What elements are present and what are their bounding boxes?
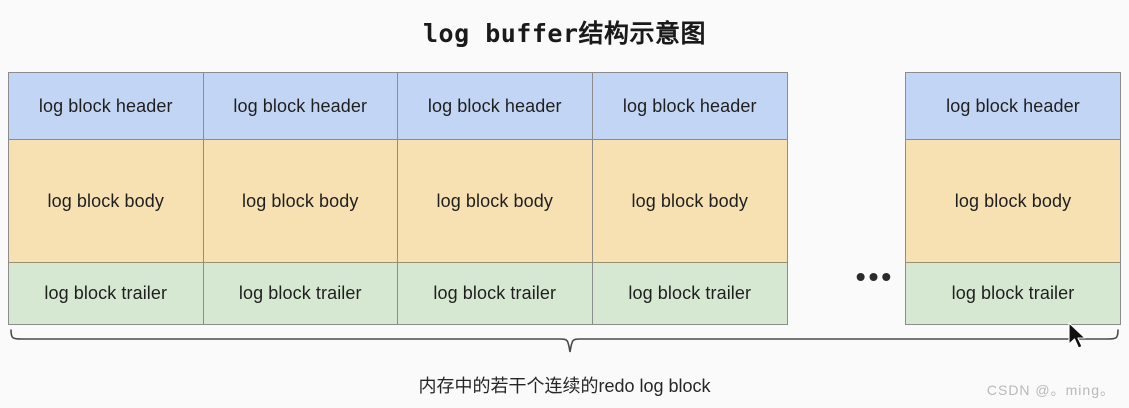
ellipsis-marker: •••	[855, 261, 895, 292]
log-block-body-cell: log block body	[9, 140, 203, 263]
log-block: log block header log block body log bloc…	[592, 73, 787, 324]
log-block: log block header log block body log bloc…	[906, 73, 1120, 324]
log-block-header-cell: log block header	[906, 73, 1120, 140]
log-block-body-cell: log block body	[906, 140, 1120, 263]
log-block-trailer-cell: log block trailer	[592, 263, 787, 324]
log-block-body-cell: log block body	[398, 140, 592, 263]
diagram-caption: 内存中的若干个连续的redo log block	[418, 376, 711, 396]
log-block-body-cell: log block body	[203, 140, 397, 263]
csdn-watermark: CSDN @。ming。	[986, 382, 1115, 398]
log-block: log block header log block body log bloc…	[203, 73, 398, 324]
log-block-trailer-cell: log block trailer	[203, 263, 397, 324]
page-title: log buffer结构示意图	[422, 19, 706, 48]
blocks-row: log block header log block body log bloc…	[8, 72, 1121, 325]
log-block: log block header log block body log bloc…	[398, 73, 593, 324]
log-block-header-cell: log block header	[9, 73, 203, 140]
log-block-trailer-cell: log block trailer	[9, 263, 203, 324]
range-brace	[0, 326, 1129, 360]
log-block: log block header log block body log bloc…	[9, 73, 204, 324]
log-block-header-cell: log block header	[398, 73, 592, 140]
last-block-group: log block header log block body log bloc…	[905, 72, 1121, 325]
log-block-header-cell: log block header	[592, 73, 787, 140]
log-block-trailer-cell: log block trailer	[906, 263, 1120, 324]
log-block-body-cell: log block body	[592, 140, 787, 263]
log-block-header-cell: log block header	[203, 73, 397, 140]
log-block-trailer-cell: log block trailer	[398, 263, 592, 324]
contiguous-block-group: log block header log block body log bloc…	[8, 72, 788, 325]
